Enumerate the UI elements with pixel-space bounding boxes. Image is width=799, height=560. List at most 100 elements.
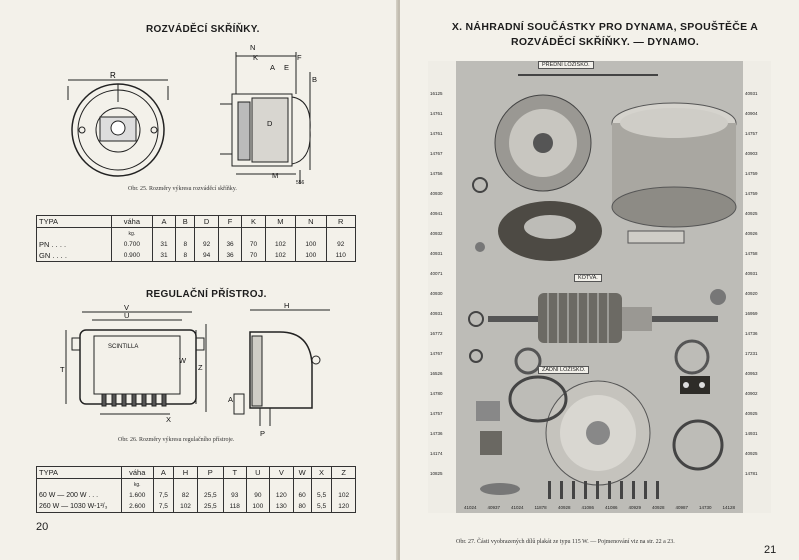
part-number-label: 16526 xyxy=(430,371,443,376)
table-cell: 5,5 xyxy=(310,490,332,501)
book-gutter xyxy=(396,0,402,560)
part-number-label: 10825 xyxy=(430,471,443,476)
unit-cell: kg. xyxy=(121,478,153,490)
part-number-label: 14759 xyxy=(745,171,758,176)
table-cell: 94 xyxy=(194,250,219,262)
fig25-label-r: R xyxy=(110,71,116,80)
part-number-label: 14931 xyxy=(745,431,758,436)
svg-text:M: M xyxy=(272,171,278,180)
table-cell: 102 xyxy=(173,501,198,513)
part-number-label: 14736 xyxy=(430,431,443,436)
table-cell: 80 xyxy=(292,501,312,513)
part-number-label: 40930 xyxy=(430,191,443,196)
svg-text:P: P xyxy=(260,429,265,437)
part-number-label: 40925 xyxy=(745,451,758,456)
table-header: P xyxy=(196,466,224,479)
table-cell: 100 xyxy=(245,501,270,513)
table-header: U xyxy=(245,466,270,479)
table-header: Z xyxy=(331,466,356,479)
svg-text:N: N xyxy=(250,43,255,52)
table-header: F xyxy=(217,215,242,228)
svg-text:H: H xyxy=(284,302,289,310)
table-cell: 260 W — 1030 W-1²/₃ xyxy=(39,503,108,510)
table-header: W xyxy=(292,466,312,479)
part-number-label: 16959 xyxy=(745,311,758,316)
table-cell: 0.700 xyxy=(111,239,153,250)
table-header-row: TYPA váha A H P T U V W X Z xyxy=(36,466,356,479)
table-cell: 7,5 xyxy=(152,490,174,501)
rear-bearing-label: ZADNÍ LOŽISKO. xyxy=(538,366,590,374)
table-cell: 36 xyxy=(217,250,242,262)
table-cell: 60 W — 200 W . . . xyxy=(39,492,99,499)
part-number-label: 40929 xyxy=(628,505,642,510)
table-row: 260 W — 1030 W-1²/₃ 2.600 7,5 102 25,5 1… xyxy=(37,501,356,513)
switchbox-title: ROZVÁDĚCÍ SKŘÍŇKY. xyxy=(146,24,260,35)
part-number-label: 14767 xyxy=(430,151,443,156)
part-number-label: 14758 xyxy=(745,251,758,256)
svg-text:D: D xyxy=(267,119,273,128)
table-cell: 90 xyxy=(245,490,270,501)
table-header: D xyxy=(194,215,219,228)
part-number-label: 14767 xyxy=(430,351,443,356)
part-number-label: 40926 xyxy=(745,231,758,236)
table-header: T xyxy=(222,466,247,479)
table-cell: 120 xyxy=(269,490,294,501)
table-cell: PN . . . . xyxy=(39,240,67,249)
part-number-label: 40904 xyxy=(745,111,758,116)
table-cell: 2.600 xyxy=(121,501,153,513)
table-cell: 130 xyxy=(269,501,294,513)
spare-parts-title: X. NÁHRADNÍ SOUČÁSTKY PRO DYNAMA, SPOUŠT… xyxy=(451,21,759,48)
table-cell: 7,5 xyxy=(152,501,174,513)
left-number-strip xyxy=(428,61,456,513)
svg-text:Z: Z xyxy=(198,363,203,372)
part-number-label: 40932 xyxy=(430,231,443,236)
part-number-label: 40925 xyxy=(745,411,758,416)
part-number-label: 16772 xyxy=(430,331,443,336)
table-row: PN . . . . 0.700 31 8 92 36 70 102 100 9… xyxy=(37,239,356,250)
table-cell: 102 xyxy=(331,490,356,501)
part-number-label: 14128 xyxy=(722,505,736,510)
part-number-label: 40937 xyxy=(487,505,501,510)
table-cell: 70 xyxy=(241,250,266,262)
svg-text:B: B xyxy=(312,75,317,84)
svg-text:E: E xyxy=(284,63,289,72)
table-cell: 60 xyxy=(292,490,312,501)
svg-text:SCINTILLA: SCINTILLA xyxy=(108,344,138,350)
svg-text:V: V xyxy=(124,303,129,312)
svg-text:T: T xyxy=(60,365,65,374)
table-header: A xyxy=(151,215,176,228)
part-number-label: 14761 xyxy=(430,111,443,116)
part-number-label: 40928 xyxy=(652,505,665,510)
table-cell: 92 xyxy=(325,239,356,250)
table-cell: 70 xyxy=(241,239,266,250)
part-number-label: 14781 xyxy=(745,471,758,476)
part-number-label: 14759 xyxy=(745,191,758,196)
table-cell: 92 xyxy=(194,239,219,250)
table-header: váha xyxy=(121,466,153,479)
part-number-label: 40931 xyxy=(430,311,443,316)
table-header: M xyxy=(264,215,296,228)
left-page: ROZVÁDĚCÍ SKŘÍŇKY. R xyxy=(0,0,398,560)
part-number-label: 41024 xyxy=(511,505,524,510)
fig27-caption: Obr. 27. Části vyobrazených dílů plakát … xyxy=(456,539,675,545)
table-cell: 8 xyxy=(175,239,195,250)
part-number-label: 41086 xyxy=(605,505,618,510)
part-number-label: 16125 xyxy=(430,91,443,96)
svg-text:A: A xyxy=(270,63,275,72)
table-cell: 31 xyxy=(151,250,176,262)
svg-text:W: W xyxy=(179,356,187,365)
part-number-label: 40987 xyxy=(675,505,689,510)
table-header: H xyxy=(173,466,198,479)
table-header: A xyxy=(152,466,174,479)
table-header: váha xyxy=(111,215,153,228)
fig26-drawing: VU TW ZH AP X SCINTILLA xyxy=(60,302,330,437)
table-cell: 5,5 xyxy=(310,501,332,513)
part-number-label: 40902 xyxy=(745,391,758,396)
part-number-label: 40931 xyxy=(430,251,443,256)
parts-illustration xyxy=(456,61,743,513)
table-row: GN . . . . 0.900 31 8 94 36 70 102 100 1… xyxy=(37,250,356,262)
part-number-label: 40928 xyxy=(558,505,571,510)
table-cell: 110 xyxy=(325,250,356,262)
